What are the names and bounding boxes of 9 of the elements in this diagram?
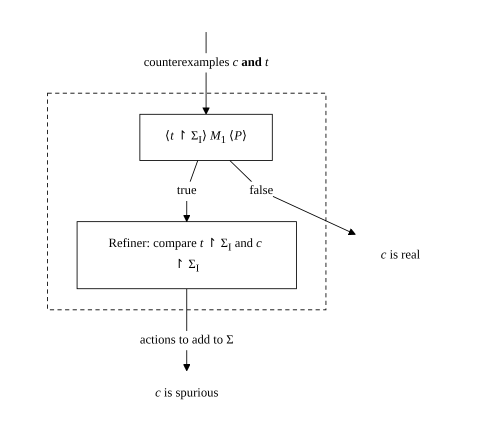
edge-label: counterexamples c and t (144, 53, 268, 72)
edge-label: actions to add to Σ (140, 330, 234, 350)
outcome-text: c is real (380, 248, 420, 262)
edge-label: true (176, 182, 197, 201)
arrow (183, 160, 198, 222)
outcome-text: c is spurious (155, 386, 218, 400)
process-box: Refiner: compare t ↾ Σ$_{I}$ and c ↾ Σ$_{I}$ (76, 221, 297, 290)
process-box: ⟨t ↾ Σ$_{I}$⟩ M$_{1}$ ⟨P⟩ (139, 114, 273, 161)
arrow (229, 160, 356, 236)
